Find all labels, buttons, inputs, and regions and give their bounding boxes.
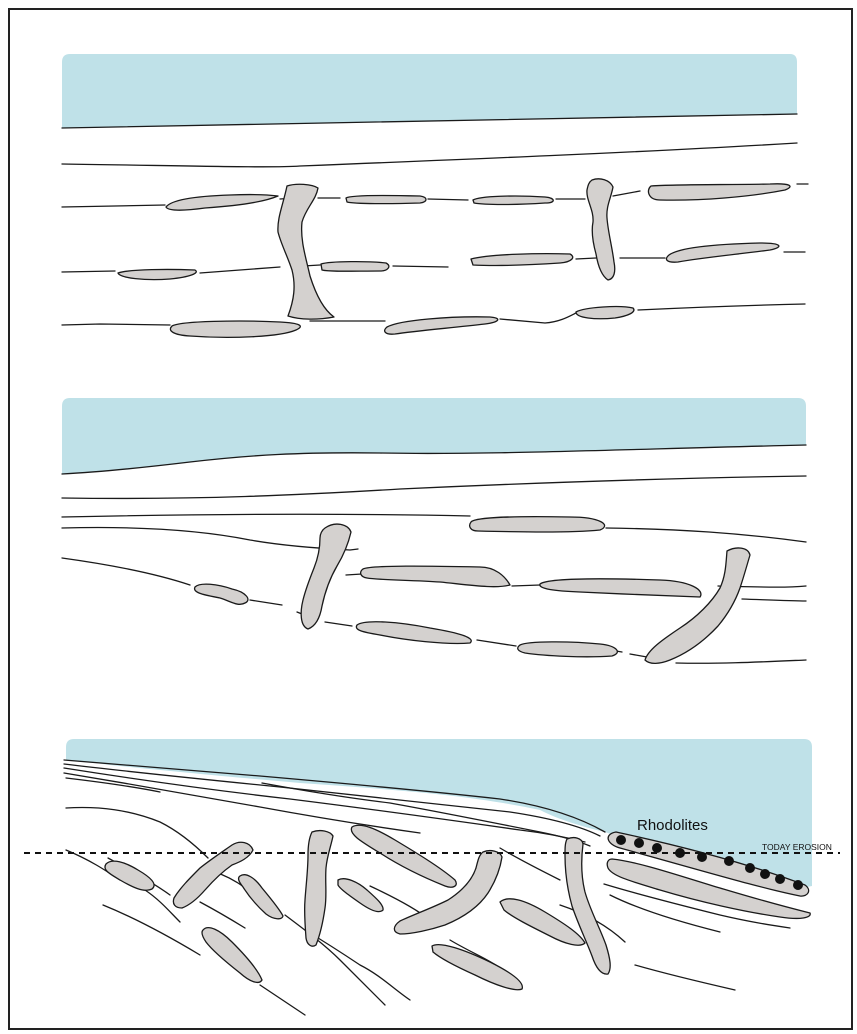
sediment-lens bbox=[648, 184, 790, 200]
sediment-lens bbox=[473, 196, 553, 205]
rhodolite-nodule bbox=[616, 835, 626, 845]
bedding-line bbox=[66, 808, 208, 858]
bedding-line bbox=[103, 905, 305, 1015]
sediment-lens bbox=[666, 243, 778, 262]
vertical-burrow bbox=[301, 524, 351, 629]
rhodolites-label: Rhodolites bbox=[637, 817, 708, 834]
sediment-lens bbox=[518, 642, 618, 657]
sediment-lens bbox=[195, 584, 248, 604]
vertical-burrow bbox=[645, 548, 750, 663]
vertical-burrow bbox=[278, 184, 334, 319]
sediment-lens bbox=[202, 928, 262, 983]
sea-layer bbox=[62, 54, 797, 128]
bedding-line bbox=[742, 599, 806, 601]
sediment-lens bbox=[470, 517, 605, 532]
rhodolite-nodule bbox=[745, 863, 755, 873]
sediment-lens bbox=[576, 307, 634, 319]
sediment-lens bbox=[239, 875, 283, 919]
rhodolite-nodule bbox=[793, 880, 803, 890]
sediment-lens bbox=[351, 825, 456, 887]
bedding-line bbox=[62, 476, 806, 498]
rhodolite-nodule bbox=[652, 843, 662, 853]
sediment-lens bbox=[361, 566, 510, 587]
sediment-lens bbox=[385, 317, 498, 334]
bedding-line bbox=[62, 514, 806, 542]
sediment-lens bbox=[338, 879, 383, 912]
sediment-lens bbox=[118, 269, 196, 279]
sediment-lens bbox=[321, 262, 389, 272]
bedding-line bbox=[66, 850, 180, 922]
sediment-lens bbox=[105, 861, 154, 890]
sediment-lens bbox=[540, 579, 701, 597]
rhodolite-nodule bbox=[724, 856, 734, 866]
vertical-burrow bbox=[565, 838, 610, 974]
today-erosion-label: TODAY EROSION bbox=[762, 842, 832, 852]
sediment-lens bbox=[346, 195, 426, 203]
sediment-lens bbox=[170, 321, 300, 337]
rhodolite-nodule bbox=[760, 869, 770, 879]
panel-stage-1 bbox=[62, 54, 808, 337]
sediment-lens bbox=[471, 254, 573, 266]
bedding-line bbox=[62, 143, 797, 167]
vertical-burrow bbox=[305, 831, 333, 947]
vertical-burrow bbox=[587, 179, 615, 280]
rhodolite-nodule bbox=[634, 838, 644, 848]
sediment-lens bbox=[356, 622, 471, 644]
rhodolite-nodule bbox=[775, 874, 785, 884]
sea-layer bbox=[62, 398, 806, 474]
sediment-lens bbox=[432, 945, 522, 990]
panel-stage-3: Rhodolites TODAY EROSION bbox=[24, 739, 840, 1015]
sediment-lens bbox=[166, 195, 278, 211]
panel-stage-2 bbox=[62, 398, 806, 663]
